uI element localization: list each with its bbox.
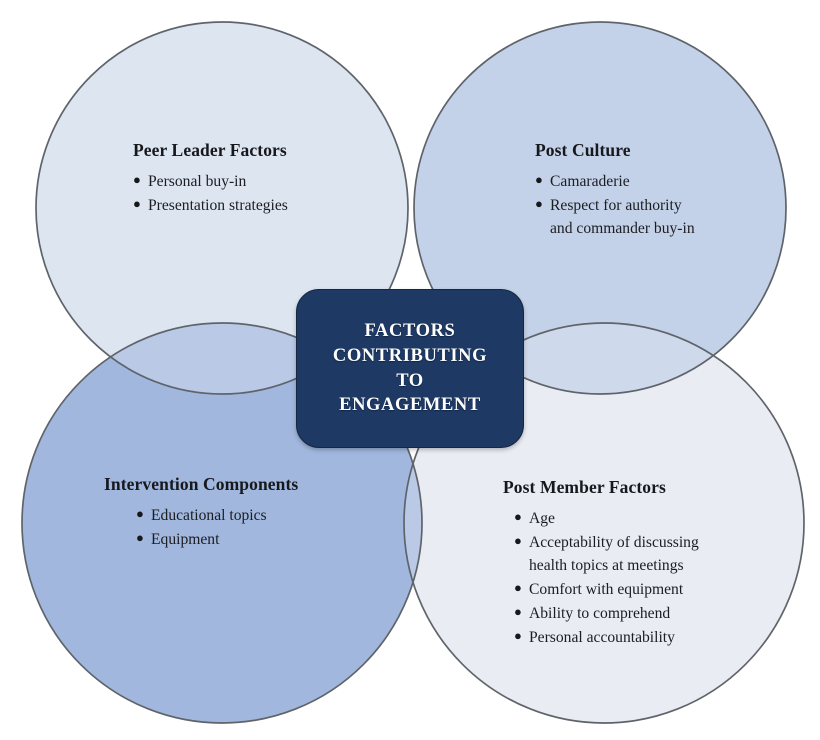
quadrant-item-list: ● Personal buy-in ● Presentation strategie… [133,170,288,217]
list-item-text: Personal buy-in [148,173,247,190]
list-item: ● Educational topics [136,504,298,527]
list-item-text: Comfort with equipment [529,581,684,599]
list-item: ● Camaraderie [535,170,695,193]
list-item-text: Ability to comprehend [529,605,671,623]
list-item-continuation: and commander buy-in [550,220,695,238]
list-item-text: Respect for authority [550,197,682,215]
bullet-icon: ● [136,529,144,545]
list-item: ● Personal buy-in [133,170,288,193]
list-item: ● Equipment [136,528,298,551]
center-label-line: FACTORS [364,321,456,342]
list-item-text: Educational topics [151,507,267,524]
circle-outline-bottom-right [403,322,805,724]
bullet-icon: ● [514,508,522,524]
quadrant-title: Post Member Factors [503,477,666,497]
quadrant-item-list: ● Educational topics ● Equipment [136,504,298,551]
bullet-icon: ● [514,579,522,595]
quadrant-post-member-factors: Post Member Factors ● Age ● Acceptability … [503,477,699,650]
bullet-icon: ● [535,171,543,187]
bullet-icon: ● [133,195,141,211]
list-item: ● Comfort with equipment [514,578,699,601]
quadrant-intervention-components: Intervention Components ● Educational top… [104,474,298,552]
list-item-text: Age [529,510,555,527]
list-item-text: Acceptability of discussing [529,534,699,552]
list-item: ● Acceptability of discussing health topic… [514,531,699,577]
list-item-text: Personal accountability [529,629,675,647]
quadrant-item-list: ● Age ● Acceptability of discussing health … [514,507,699,649]
circle-outline-top-left [35,21,409,395]
list-item-text: Camaraderie [550,173,630,190]
center-label-line: CONTRIBUTING [332,345,488,366]
list-item: ● Respect for authority and commander buy-… [535,194,695,240]
list-item: ● Ability to comprehend [514,602,699,625]
bullet-icon: ● [514,532,522,548]
bullet-icon: ● [136,505,144,521]
center-label-box: FACTORS CONTRIBUTING TO ENGAGEMENT [296,289,524,448]
quadrant-title: Intervention Components [104,474,299,494]
quadrant-post-culture: Post Culture ● Camaraderie ● Respect for a… [535,140,695,241]
list-item: ● Presentation strategies [133,194,288,217]
list-item-continuation: health topics at meetings [529,557,684,575]
list-item: ● Age [514,507,699,530]
list-item-text: Presentation strategies [148,197,288,215]
quadrant-item-list: ● Camaraderie ● Respect for authority and c… [535,170,695,240]
quadrant-title: Post Culture [535,140,631,160]
center-label-line: ENGAGEMENT [339,395,481,416]
bullet-icon: ● [535,195,543,211]
center-label-line: TO [396,370,424,391]
center-label-text: FACTORS CONTRIBUTING TO ENGAGEMENT [333,319,487,417]
quadrant-title: Peer Leader Factors [133,140,287,160]
circle-outline-top-right [413,21,787,395]
list-item: ● Personal accountability [514,626,699,649]
quadrant-peer-leader-factors: Peer Leader Factors ● Personal buy-in ● Pr… [133,140,288,218]
circle-outline-bottom-left [21,322,423,724]
bullet-icon: ● [514,603,522,619]
bullet-icon: ● [133,171,141,187]
list-item-text: Equipment [151,531,220,549]
bullet-icon: ● [514,627,522,643]
